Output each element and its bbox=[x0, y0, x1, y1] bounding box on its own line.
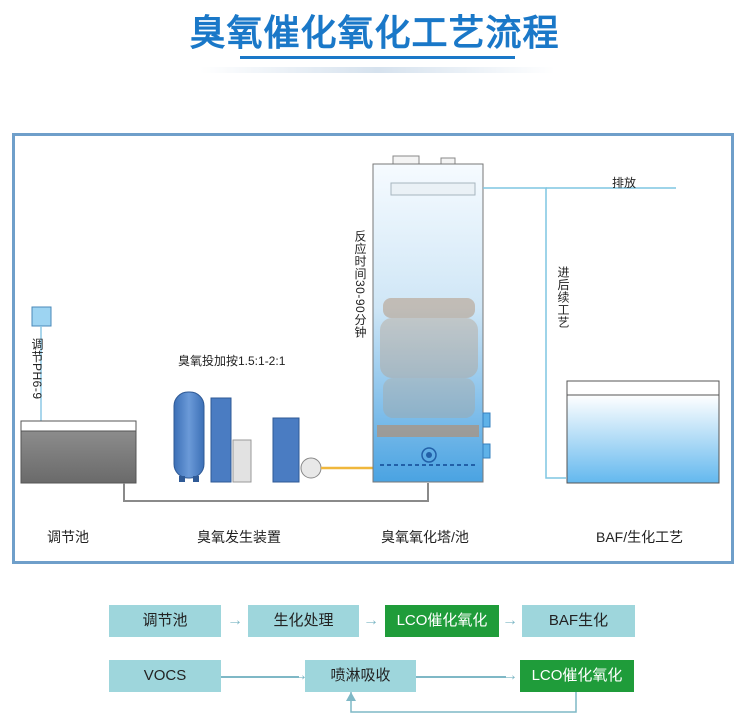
tower-outlet-valve bbox=[482, 412, 491, 428]
caption-oxidation-tower: 臭氧氧化塔/池 bbox=[381, 529, 469, 545]
flow-arrow-icon: → bbox=[502, 612, 518, 629]
ph-dosing-box bbox=[31, 306, 52, 327]
booster-pump bbox=[300, 457, 322, 479]
caption-ozone-generator: 臭氧发生装置 bbox=[197, 529, 281, 545]
baf-tank bbox=[566, 394, 720, 484]
flow-arrow-icon: → bbox=[227, 612, 243, 629]
ozone-dosage-label: 臭氧投加按1.5:1-2:1 bbox=[178, 354, 286, 368]
caption-regulating-tank: 调节池 bbox=[47, 529, 89, 545]
discharge-label: 排放 bbox=[612, 176, 637, 190]
filter-unit bbox=[232, 439, 252, 483]
flow-connector-line bbox=[221, 676, 299, 678]
oxygen-cylinder bbox=[173, 391, 205, 479]
regulating-tank-rim bbox=[20, 420, 137, 432]
flow-box-vocs: VOCS bbox=[109, 660, 221, 692]
connection-pipe bbox=[123, 483, 429, 502]
ph-adjust-label: 调节PH6-9 bbox=[30, 338, 44, 400]
flow-box-regulating-tank: 调节池 bbox=[109, 605, 221, 637]
tower-overflow bbox=[390, 182, 476, 196]
flow-arrow-icon: → bbox=[502, 667, 518, 684]
flow-box-baf: BAF生化 bbox=[522, 605, 635, 637]
tower-media-particles bbox=[380, 298, 478, 418]
ozone-generator bbox=[272, 417, 300, 483]
dryer-unit bbox=[210, 397, 232, 483]
flow-arrow-icon: → bbox=[363, 612, 379, 629]
next-process-label: 进后续工艺 bbox=[556, 266, 570, 329]
flow-connector-line bbox=[416, 676, 506, 678]
title-shadow bbox=[200, 67, 555, 73]
flow-box-lco-oxidation: LCO催化氧化 bbox=[385, 605, 499, 637]
tower-support-layer bbox=[377, 425, 479, 437]
effluent-pipe bbox=[483, 187, 566, 479]
feedback-loop-line bbox=[350, 692, 577, 713]
reaction-time-label: 反应时间30-90分钟 bbox=[353, 230, 367, 339]
flow-box-biochemical: 生化处理 bbox=[248, 605, 359, 637]
regulating-tank bbox=[20, 430, 137, 484]
caption-baf: BAF/生化工艺 bbox=[596, 529, 684, 545]
baf-tank-rim bbox=[566, 380, 720, 396]
flow-box-lco-oxidation-2: LCO催化氧化 bbox=[520, 660, 634, 692]
feedback-arrow-head bbox=[346, 692, 356, 701]
page-title: 臭氧催化氧化工艺流程 bbox=[189, 12, 560, 53]
title-underline bbox=[240, 56, 515, 59]
flow-arrow-icon: → bbox=[292, 667, 308, 684]
flow-box-spray-absorption: 喷淋吸收 bbox=[305, 660, 416, 692]
tower-top-vent bbox=[392, 155, 420, 165]
